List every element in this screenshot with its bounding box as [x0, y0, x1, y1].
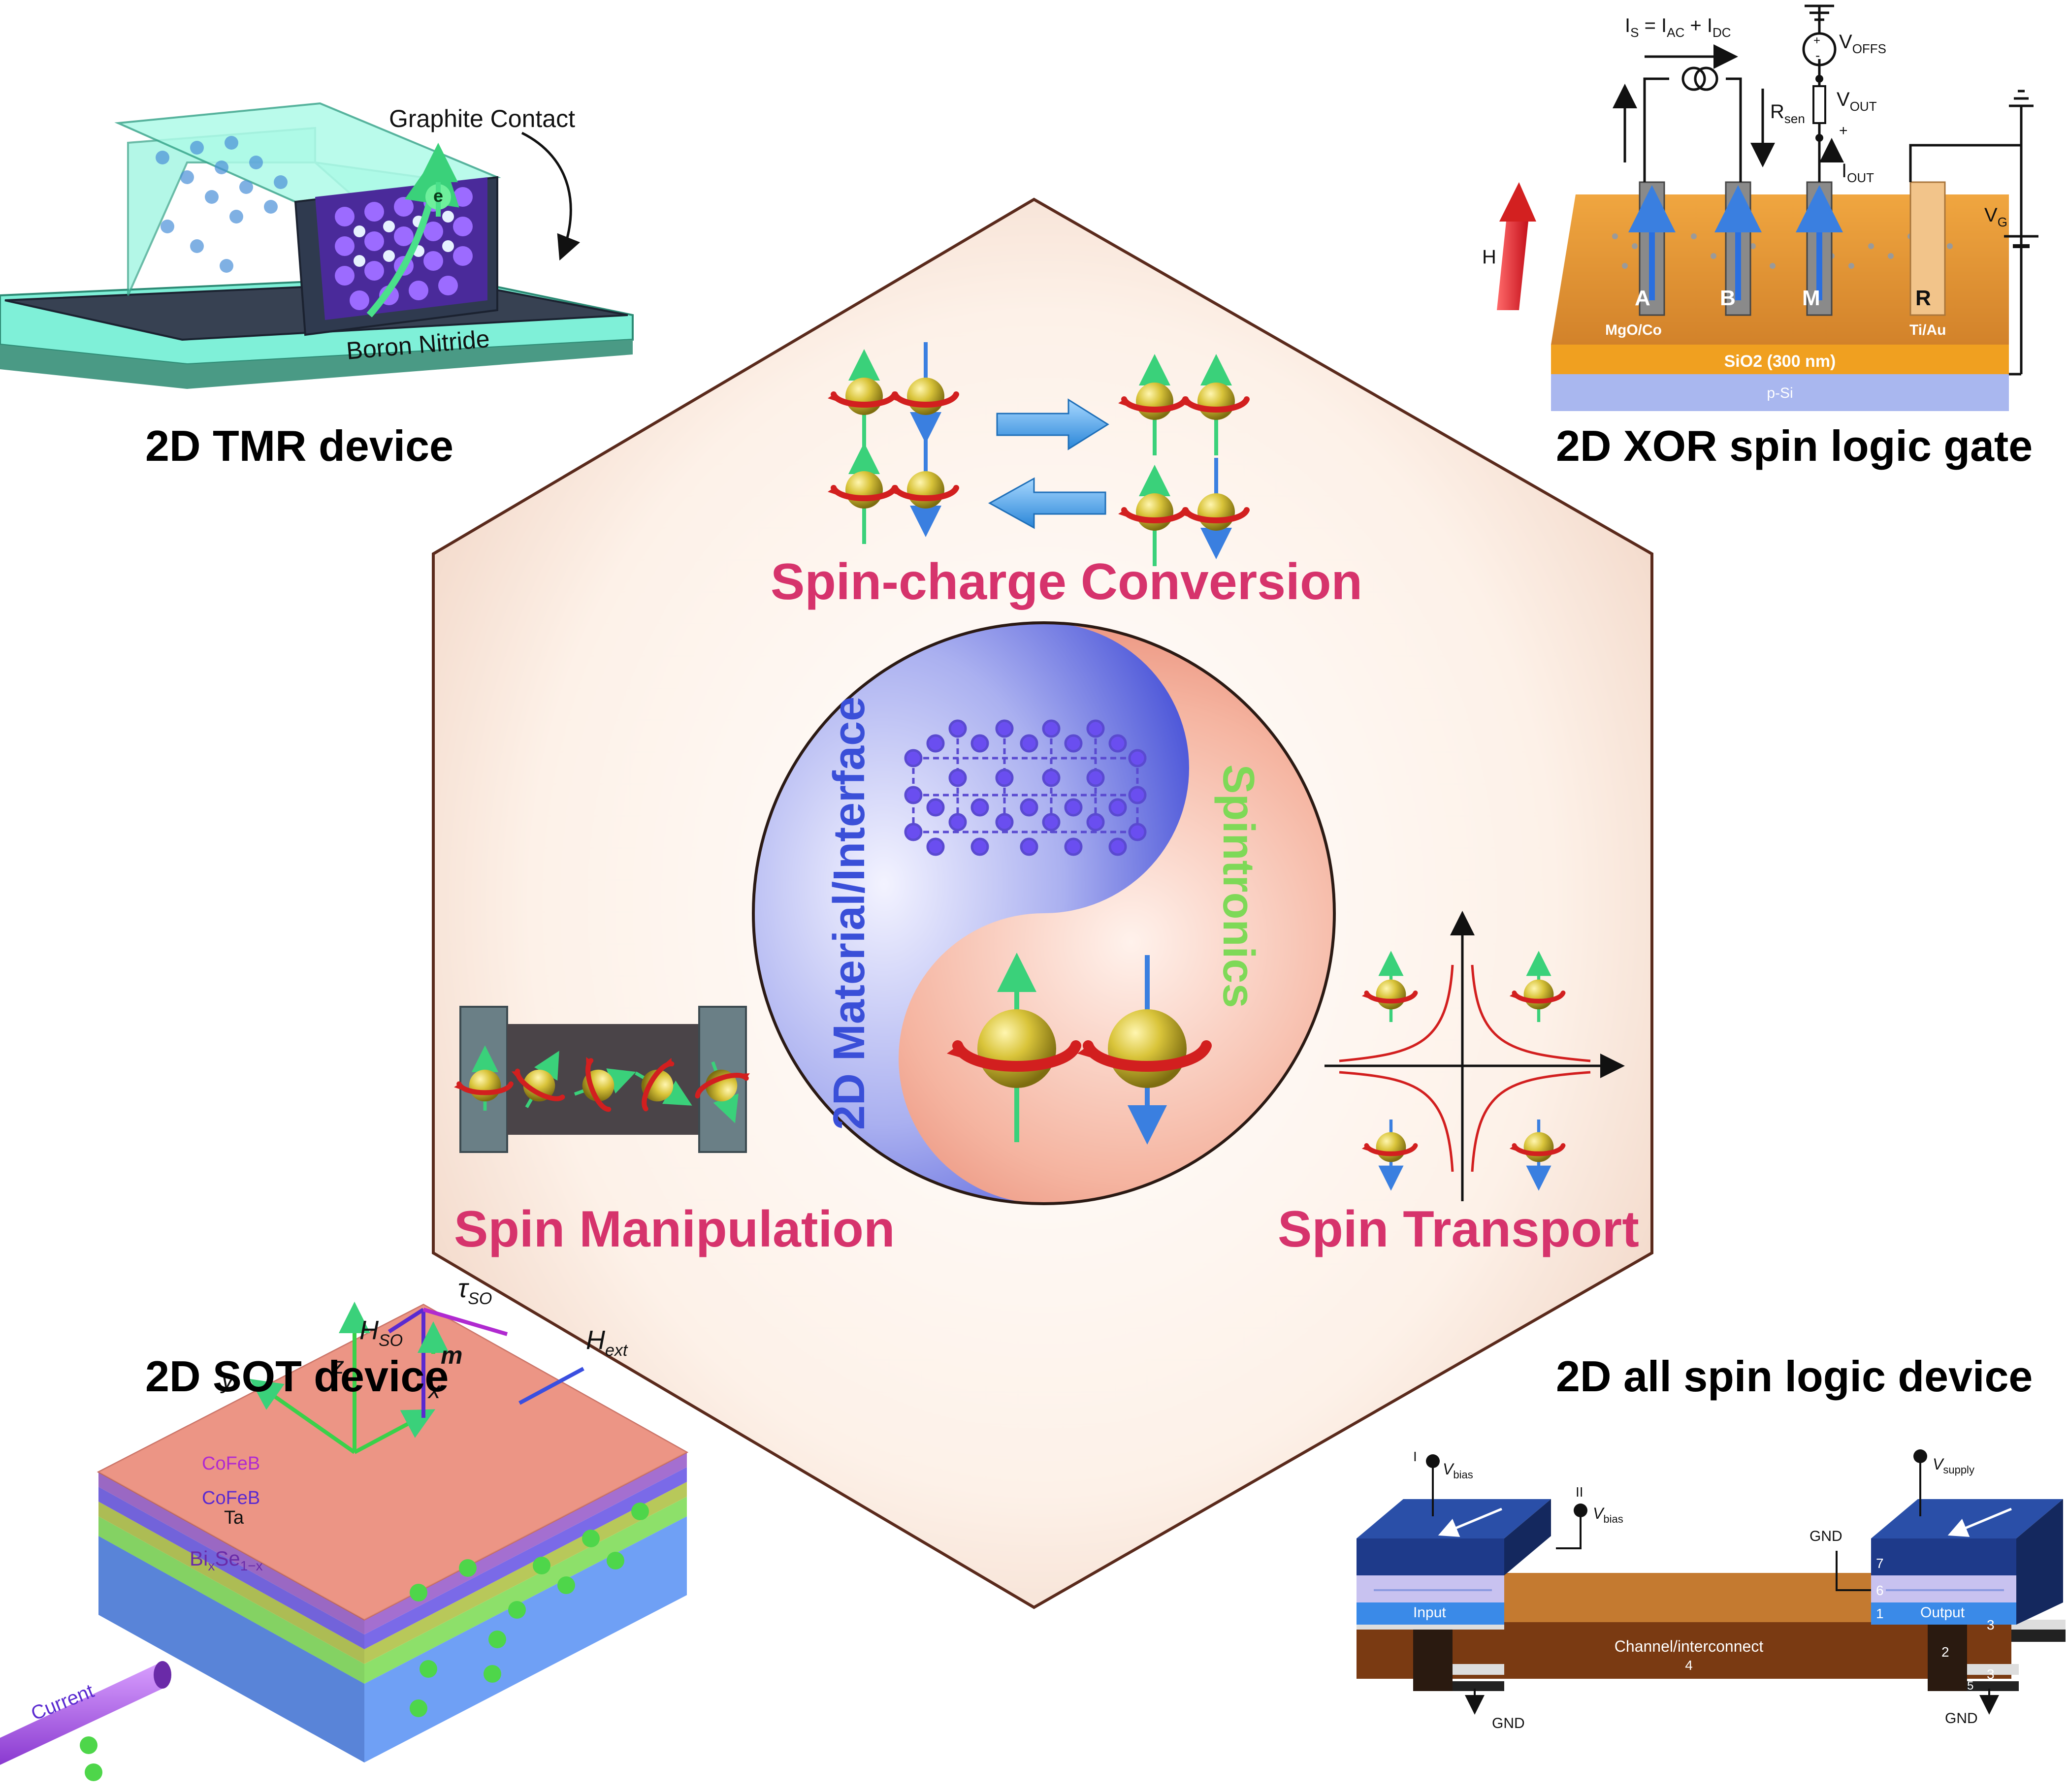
left-block-arrow-icon: [988, 477, 1106, 529]
hext-label: Hext: [586, 1325, 628, 1360]
graphite-contact-label: Graphite Contact: [389, 105, 575, 132]
spin-up-icon: [947, 953, 1081, 1142]
y-axis-label: y: [220, 1368, 235, 1394]
input-label: Input: [1413, 1604, 1446, 1621]
electron-label: e: [433, 186, 443, 206]
sot-caption: 2D SOT device: [145, 1352, 449, 1401]
cofeb-top-label: CoFeB: [202, 1453, 260, 1474]
vsupply-label: Vsupply: [1933, 1455, 1974, 1476]
layer-6-label: 6: [1876, 1583, 1884, 1598]
spin-down-icon: [889, 436, 956, 537]
magnetic-field-icon: [1497, 182, 1536, 310]
ta-label: Ta: [224, 1507, 244, 1528]
roman-two-label: II: [1576, 1484, 1583, 1500]
vout-label: VOUT: [1837, 89, 1877, 114]
spin-up-icon: [1180, 354, 1247, 455]
gnd-right-label: GND: [1945, 1710, 1978, 1727]
psi-label: p-Si: [1767, 385, 1793, 401]
xor-gate-illustration: A B M R MgO/Co Ti/Au SiO2 (300 nm) p-Si …: [1482, 4, 2038, 411]
spin-up-icon: [828, 349, 895, 450]
voffs-label: VOFFS: [1839, 31, 1886, 56]
spin-up-icon: [828, 443, 895, 544]
spin-up-icon: [1362, 951, 1416, 1023]
spin-up-icon: [1118, 354, 1185, 455]
voffs-minus-label: -: [1815, 48, 1820, 63]
spin-down-icon: [1180, 458, 1247, 559]
sot-device-illustration: Current HSO τSO m Hext z y x CoFeB CoFeB…: [0, 1274, 689, 1781]
channel-number-label: 4: [1685, 1658, 1693, 1673]
spin-transport-label: Spin Transport: [1278, 1201, 1639, 1258]
voffs-plus-label: +: [1813, 34, 1820, 47]
x-axis-label: x: [427, 1377, 441, 1404]
circle-right-text: Spintronics: [1214, 764, 1263, 1008]
layer-2-label: 2: [1941, 1644, 1949, 1660]
m-label: m: [441, 1342, 462, 1369]
spin-transport-plot: [1325, 911, 1625, 1201]
spin-manipulation-label: Spin Manipulation: [454, 1201, 895, 1258]
vout-plus-label: +: [1839, 123, 1848, 139]
spin-charge-icons: [828, 342, 1247, 566]
vg-label: VG: [1984, 204, 2007, 229]
gnd-left-label: GND: [1492, 1715, 1525, 1731]
spin-down-icon: [889, 342, 956, 444]
vbias-two-label: Vbias: [1593, 1504, 1623, 1525]
tmr-caption: 2D TMR device: [145, 421, 453, 470]
spin-down-icon: [1077, 955, 1212, 1145]
layer-1-label: 1: [1876, 1606, 1884, 1621]
spin-manipulation-device: [454, 1006, 762, 1153]
spin-charge-conversion-label: Spin-charge Conversion: [771, 553, 1362, 610]
contact-a-label: A: [1635, 286, 1650, 310]
mgo-co-label: MgO/Co: [1605, 322, 1662, 338]
all-spin-logic-illustration: I Vbias II Vbias Vsupply GND GND GND Inp…: [1357, 1449, 2066, 1731]
tmr-device-illustration: e Graphite Contact Boron Nitride: [0, 102, 634, 389]
channel-label: Channel/interconnect: [1615, 1637, 1764, 1655]
output-label: Output: [1920, 1604, 1965, 1621]
layer-3-label: 3: [1987, 1617, 1995, 1632]
rsen-label: Rsen: [1770, 101, 1805, 126]
layer-3b-label: 3: [1987, 1666, 1995, 1682]
gnd-top-label: GND: [1810, 1528, 1842, 1544]
roman-one-label: I: [1413, 1449, 1417, 1464]
spin-up-icon: [1510, 951, 1563, 1023]
layer-7-label: 7: [1876, 1556, 1884, 1571]
spin-down-icon: [1510, 1119, 1563, 1191]
layer-5-label: 5: [1967, 1679, 1973, 1693]
vbias-one-label: Vbias: [1443, 1460, 1473, 1481]
z-axis-label: z: [332, 1353, 344, 1379]
spin-up-icon: [1118, 465, 1185, 566]
ti-au-label: Ti/Au: [1909, 322, 1946, 338]
hso-label: HSO: [359, 1315, 403, 1350]
contact-m-label: M: [1802, 286, 1820, 310]
iout-label: IOUT: [1842, 160, 1874, 185]
h-label: H: [1482, 246, 1496, 268]
tauso-label: τSO: [458, 1274, 492, 1308]
contact-b-label: B: [1720, 286, 1736, 310]
allspin-caption: 2D all spin logic device: [1556, 1352, 2033, 1401]
is-equation-label: IS = IAC + IDC: [1625, 15, 1731, 40]
right-block-arrow-icon: [996, 398, 1109, 450]
contact-r-label: R: [1915, 286, 1931, 310]
xor-caption: 2D XOR spin logic gate: [1556, 421, 2033, 470]
spin-down-icon: [1362, 1119, 1416, 1191]
bise-label: BixSe1−x: [190, 1547, 263, 1573]
lattice-icon: [904, 719, 1147, 856]
sio2-label: SiO2 (300 nm): [1724, 352, 1836, 371]
cofeb-bottom-label: CoFeB: [202, 1488, 260, 1508]
circle-left-text: 2D Material/Interface: [825, 697, 874, 1130]
yin-yang-circle: 2D Material/Interface Spintronics: [752, 621, 1336, 1205]
